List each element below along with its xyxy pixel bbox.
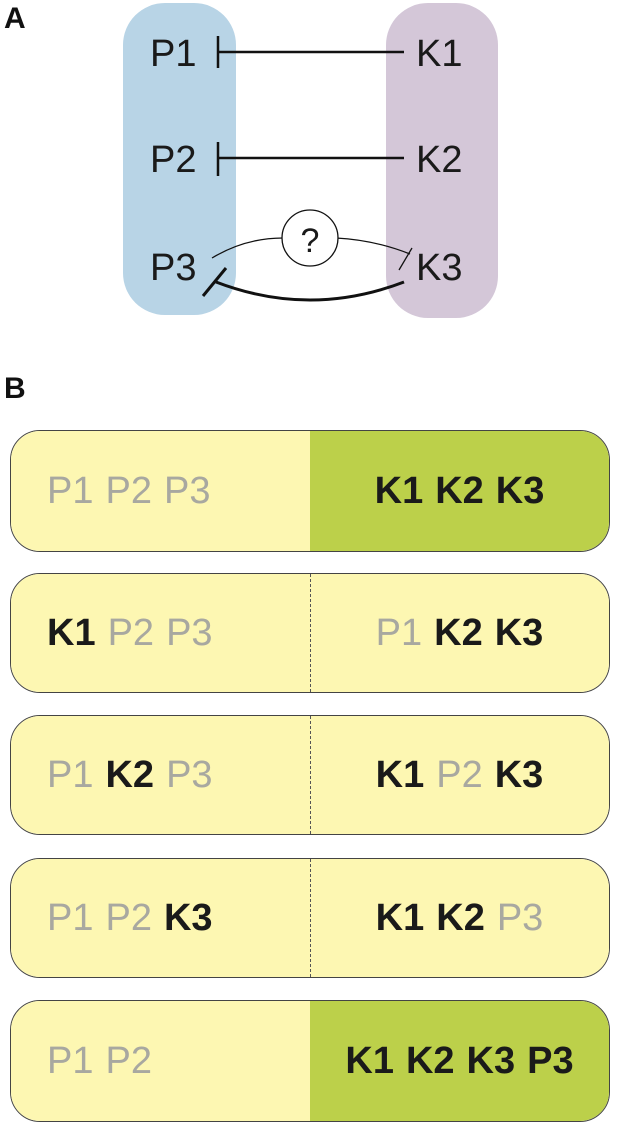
row-5-right-token: P3 bbox=[527, 1039, 574, 1082]
row-3-left-token: P3 bbox=[166, 753, 213, 796]
row-1-right-half: K1 K2 K3 bbox=[310, 431, 609, 551]
row-5-right-token: K2 bbox=[405, 1039, 455, 1082]
row-1-left-half: P1 P2 P3 bbox=[11, 431, 310, 551]
row-2-right-token: K2 bbox=[434, 611, 483, 654]
left-pill bbox=[123, 3, 236, 315]
row-1-left-token: P3 bbox=[163, 469, 211, 512]
row-2-left-token: K1 bbox=[47, 611, 96, 654]
condition-row-4: P1 P2 K3 K1 K2 P3 bbox=[10, 858, 610, 978]
row-3-right-token: K3 bbox=[494, 753, 544, 796]
panel-a-diagram: ? P1 P2 P3 K1 K2 K3 bbox=[123, 3, 498, 318]
k3-inhibition-tick bbox=[398, 247, 413, 271]
row-2-right-half: P1 K2 K3 bbox=[310, 574, 609, 692]
row-5-left-token: P2 bbox=[105, 1039, 152, 1082]
row-1-right-token: K3 bbox=[495, 469, 545, 512]
row-3-right-token: P2 bbox=[436, 753, 483, 796]
row-2-left-half: K1 P2 P3 bbox=[11, 574, 310, 692]
unknown-circle bbox=[281, 209, 339, 267]
node-k1: K1 bbox=[416, 33, 462, 75]
row-2-right-token: P1 bbox=[375, 611, 423, 654]
row-1-left-token: P1 bbox=[47, 469, 94, 512]
condition-row-2: K1 P2 P3 P1 K2 K3 bbox=[10, 573, 610, 693]
row-3-left-half: P1 K2 P3 bbox=[11, 716, 310, 834]
row-4-right-token: P3 bbox=[496, 896, 544, 939]
node-p1: P1 bbox=[150, 33, 196, 75]
row-4-left-token: P2 bbox=[105, 896, 152, 939]
row-4-left-token: P1 bbox=[47, 896, 94, 939]
unknown-k3-link bbox=[335, 237, 411, 255]
row-2-left-token: P2 bbox=[107, 611, 155, 654]
condition-row-3: P1 K2 P3 K1 P2 K3 bbox=[10, 715, 610, 835]
row-2-right-token: K3 bbox=[494, 611, 544, 654]
row-2-divider bbox=[310, 574, 311, 692]
node-k3: K3 bbox=[416, 247, 462, 289]
row-4-right-half: K1 K2 P3 bbox=[310, 859, 609, 977]
condition-row-1: P1 P2 P3 K1 K2 K3 bbox=[10, 430, 610, 552]
panel-a-label: A bbox=[4, 2, 26, 35]
row-5-right-half: K1 K2 K3 P3 bbox=[310, 1001, 609, 1121]
row-3-right-half: K1 P2 K3 bbox=[310, 716, 609, 834]
right-pill bbox=[386, 3, 498, 318]
k3-p3-link bbox=[215, 280, 405, 302]
node-k2: K2 bbox=[416, 139, 462, 181]
row-1-left-token: P2 bbox=[105, 469, 152, 512]
row-5-right-token: K1 bbox=[345, 1039, 394, 1082]
p3-k3-unknown-link bbox=[211, 237, 284, 259]
condition-row-5: P1 P2 K1 K2 K3 P3 bbox=[10, 1000, 610, 1122]
row-5-left-token: P1 bbox=[47, 1039, 94, 1082]
row-2-left-token: P3 bbox=[166, 611, 213, 654]
row-1-right-token: K2 bbox=[435, 469, 484, 512]
panel-b-label: B bbox=[4, 372, 26, 405]
node-p3: P3 bbox=[150, 247, 196, 289]
row-4-left-half: P1 P2 K3 bbox=[11, 859, 310, 977]
row-3-left-token: K2 bbox=[105, 753, 155, 796]
row-3-left-token: P1 bbox=[47, 753, 94, 796]
row-4-divider bbox=[310, 859, 311, 977]
row-5-right-token: K3 bbox=[466, 1039, 516, 1082]
row-4-left-token: K3 bbox=[163, 896, 213, 939]
unknown-symbol: ? bbox=[301, 222, 320, 260]
row-3-divider bbox=[310, 716, 311, 834]
row-4-right-token: K1 bbox=[375, 896, 425, 939]
row-3-right-token: K1 bbox=[375, 753, 425, 796]
row-4-right-token: K2 bbox=[436, 896, 485, 939]
node-p2: P2 bbox=[150, 139, 196, 181]
p3-inhibition-bar bbox=[201, 267, 228, 297]
row-1-right-token: K1 bbox=[374, 469, 424, 512]
row-5-left-half: P1 P2 bbox=[11, 1001, 310, 1121]
